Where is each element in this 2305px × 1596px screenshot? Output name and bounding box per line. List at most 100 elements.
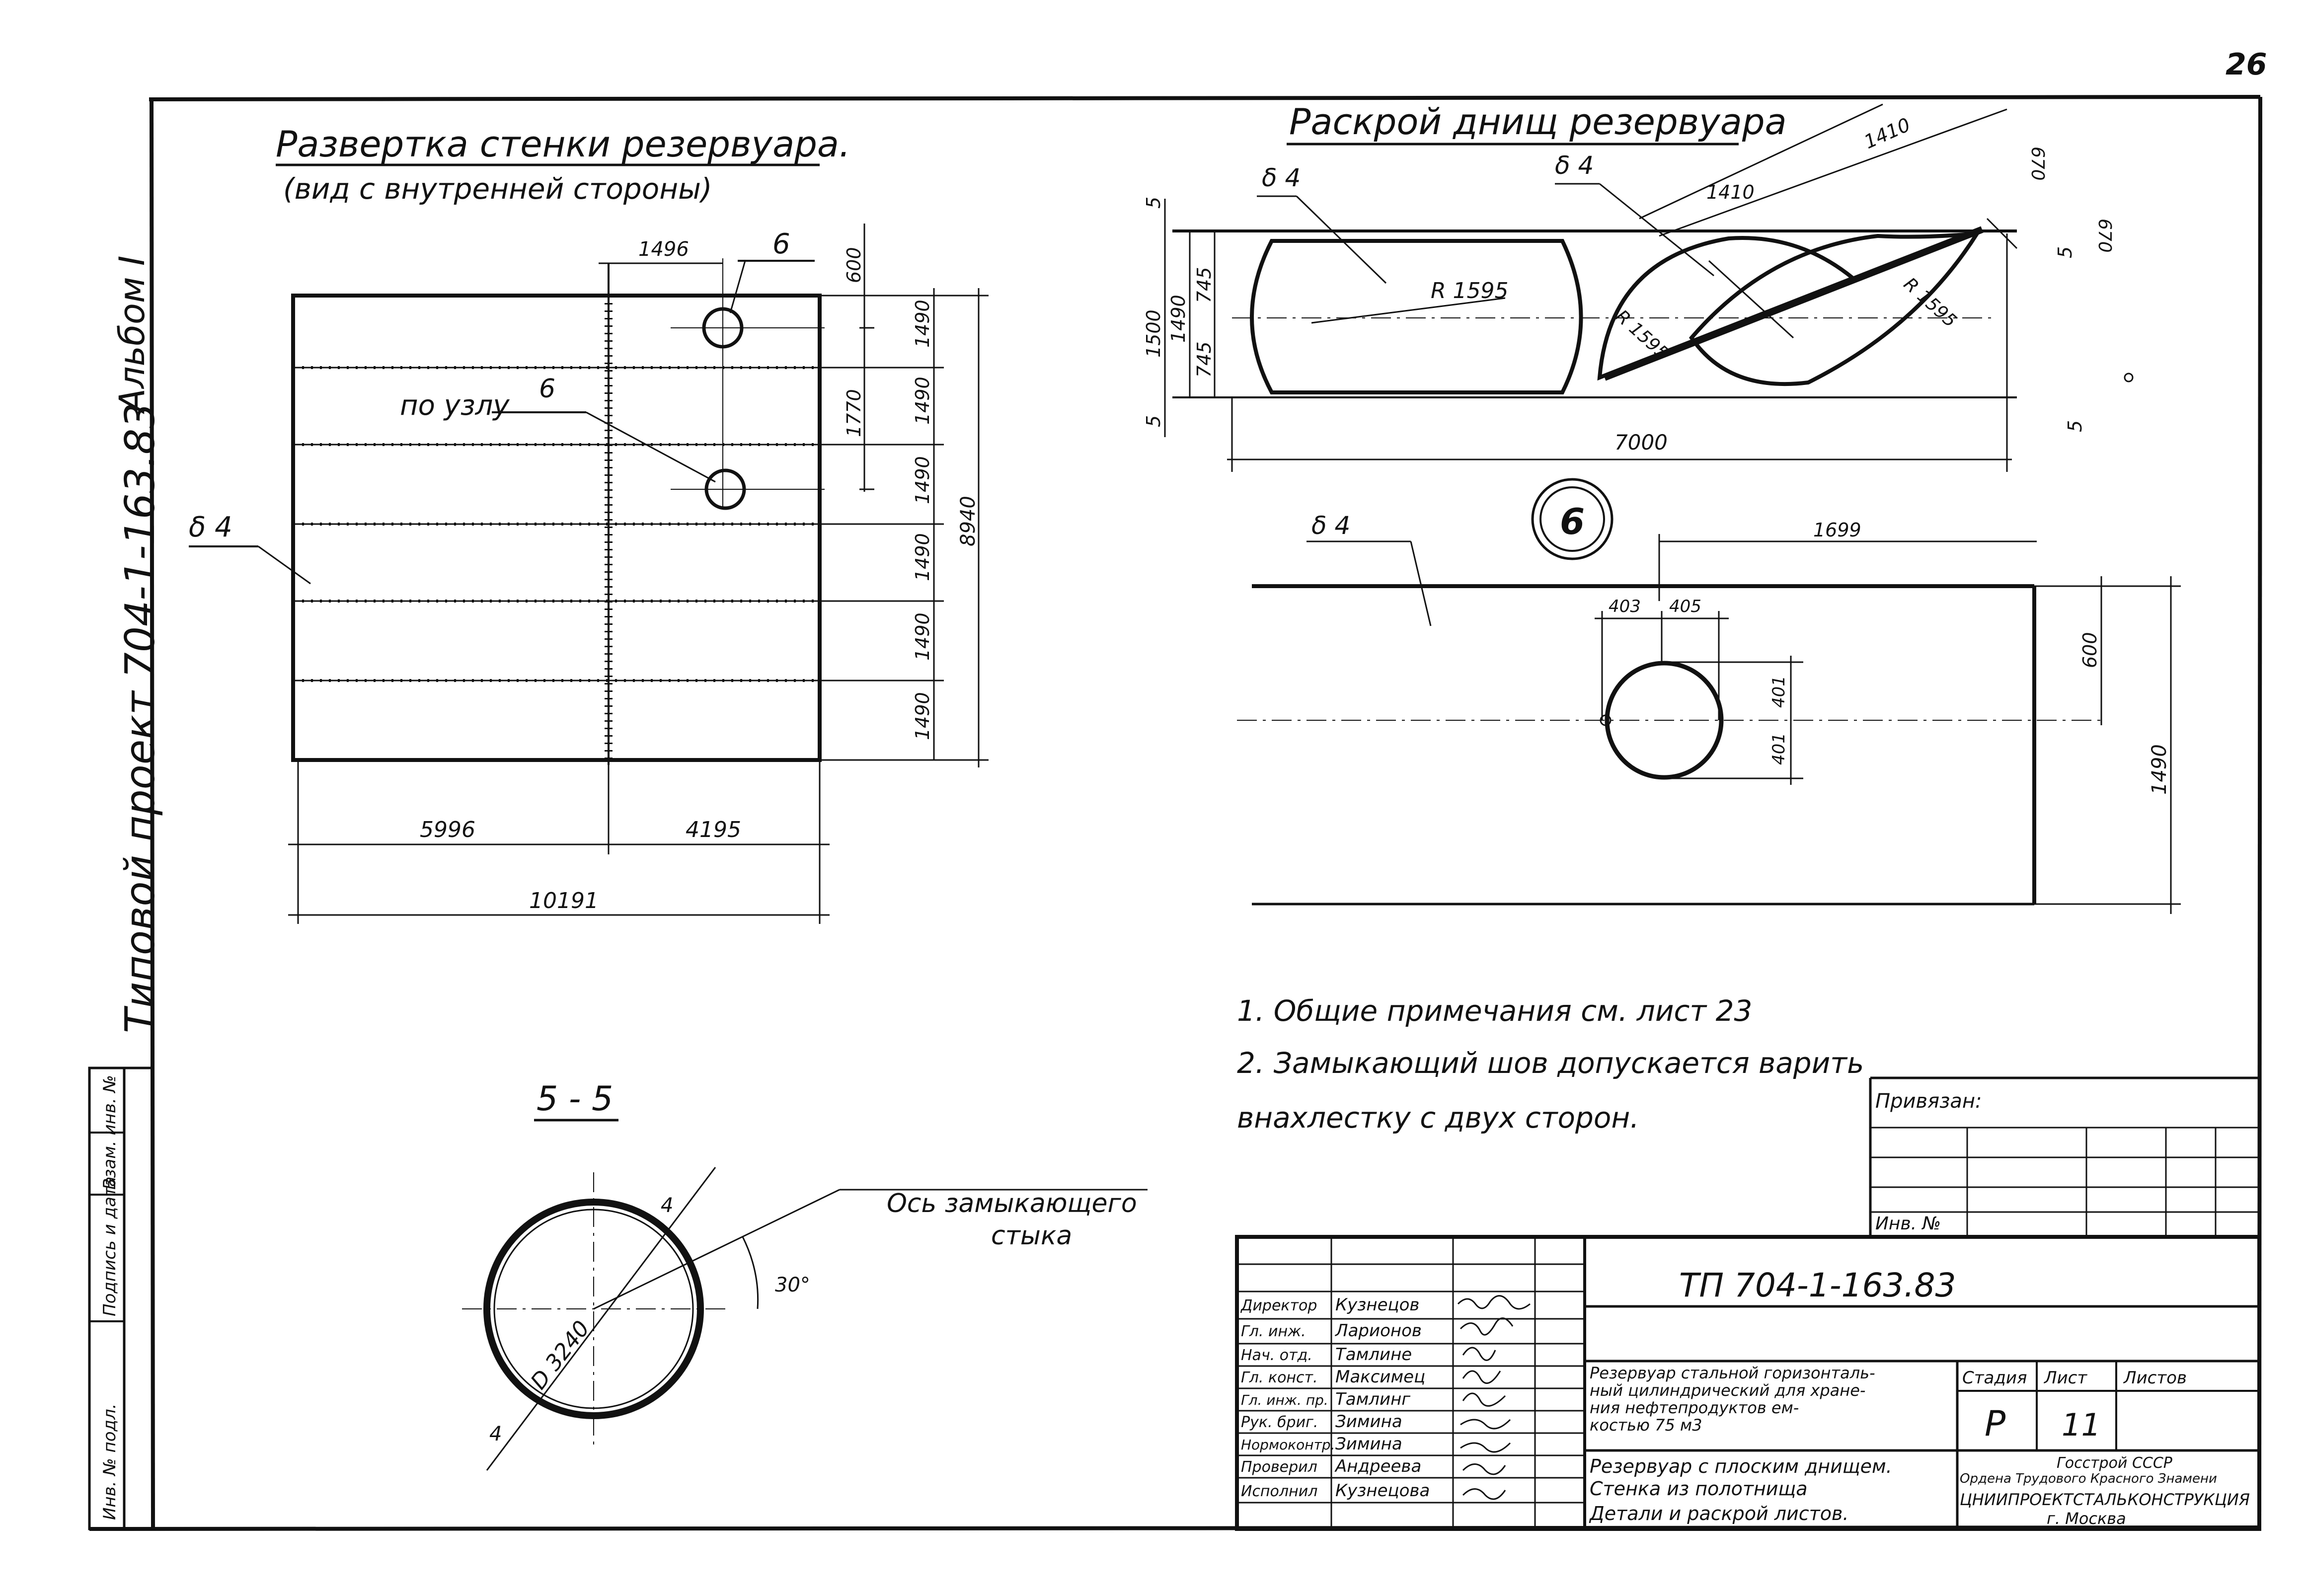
role-1: Директор (1240, 1297, 1317, 1314)
sheet-line-3: Детали и раскрой листов. (1589, 1503, 1848, 1524)
desc-line-2: ный цилиндрический для хране- (1590, 1381, 1865, 1400)
name-9: Кузнецова (1335, 1481, 1430, 1501)
role-7: Нормоконтр. (1241, 1437, 1335, 1453)
bc-height-inner: 1490 (1167, 295, 1189, 343)
bottom-piece-left (1250, 239, 1583, 394)
dim-hole-gap: 1770 (843, 389, 865, 437)
bottom-cut-title: Раскрой днищ резервуара (1289, 101, 1787, 143)
bottom-piece-half-a (1597, 236, 1857, 381)
wall-plate (291, 294, 822, 762)
wall-thickness: δ 4 (189, 511, 232, 543)
bc-dim-top: 1410 (1861, 114, 1914, 153)
side-stamp-replace: Взам. инв. № (100, 1075, 120, 1190)
bc-edge-right-top: 5 (2054, 246, 2076, 258)
nd-down: 401 (1769, 733, 1789, 765)
dim-row-1: 1490 (912, 300, 933, 348)
bc-edge-right-bottom: 5 (2064, 420, 2086, 432)
name-1: Кузнецов (1335, 1295, 1419, 1315)
desc-line-3: ния нефтепродуктов ем- (1590, 1398, 1799, 1417)
dim-row-6: 1490 (912, 692, 933, 740)
node-detail: 6 δ 4 1699 403 405 401 401 600 1490 (1237, 478, 2181, 914)
sheet-value: 11 (2062, 1407, 2101, 1443)
role-2: Гл. инж. (1241, 1323, 1306, 1340)
dim-bottom-left: 5996 (420, 817, 475, 842)
bottom-cut: Раскрой днищ резервуара δ 4 δ 4 R 1595 R… (1143, 101, 2134, 472)
name-6: Зимина (1335, 1412, 1402, 1432)
bc-dim-mid: 1410 (1706, 181, 1755, 203)
nd-top-row: 600 (2079, 632, 2101, 668)
role-9: Исполнил (1241, 1483, 1317, 1500)
dim-bottom-right: 4195 (686, 817, 741, 842)
bc-half-top: 745 (1193, 267, 1215, 303)
node-label: по узлу (400, 389, 510, 422)
bc-dim-side-2: 670 (2094, 219, 2115, 253)
desc-line-4: костью 75 м3 (1590, 1416, 1702, 1435)
nd-left: 403 (1609, 597, 1641, 616)
bc-thickness-left: δ 4 (1262, 163, 1301, 192)
role-5: Гл. инж. пр. (1241, 1392, 1328, 1408)
section-angle: 30° (775, 1274, 810, 1296)
bc-half-bottom: 745 (1193, 341, 1215, 378)
dim-total-width: 10191 (529, 888, 599, 913)
name-5: Тамлинг (1335, 1389, 1411, 1409)
notes: 1. Общие примечания см. лист 23 2. Замык… (1237, 994, 1864, 1135)
horizontal-welds (293, 366, 820, 682)
signatures (1457, 1295, 1531, 1500)
org-line-4: г. Москва (2047, 1509, 2126, 1528)
sheet-line-2: Стенка из полотнища (1590, 1478, 1808, 1500)
title-code: ТП 704-1-163.83 (1679, 1266, 1956, 1304)
project-label: Типовой проект 704-1-163.83 (117, 403, 164, 1033)
axis-label-1: Ось замыкающего (887, 1189, 1137, 1218)
bc-dim-side: 670 (2027, 147, 2048, 181)
bc-height-total: 1500 (1143, 309, 1164, 358)
side-stamp-sign: Подпись и дата (100, 1176, 120, 1316)
stage-value: Р (1985, 1403, 2006, 1444)
stage-head: Стадия (1962, 1368, 2027, 1388)
name-4: Максимец (1335, 1367, 1425, 1387)
side-stamp-inv: Инв. № подл. (100, 1403, 120, 1520)
org-line-2: Ордена Трудового Красного Знамени (1960, 1471, 2217, 1486)
name-7: Зимина (1335, 1434, 1402, 1454)
sheet-line-1: Резервуар с плоским днищем. (1590, 1455, 1892, 1477)
binding-block: Привязан: Инв. № (1869, 1076, 2260, 1237)
wall-subtitle: (вид с внутренней стороны) (283, 172, 712, 206)
bc-thickness-right: δ 4 (1555, 151, 1594, 180)
dim-row-5: 1490 (912, 612, 933, 661)
binding-label: Привязан: (1875, 1090, 1982, 1113)
bc-radius-c: R 1595 (1900, 274, 1961, 331)
bc-edge-bottom: 5 (1143, 415, 1164, 427)
role-8: Проверил (1241, 1458, 1317, 1476)
dim-total-height: 8940 (957, 496, 980, 546)
note-1: 1. Общие примечания см. лист 23 (1237, 994, 1752, 1028)
nd-thickness: δ 4 (1311, 511, 1350, 540)
nd-up: 401 (1769, 676, 1789, 708)
name-2: Ларионов (1334, 1321, 1422, 1341)
bc-radius-b: R 1595 (1612, 306, 1673, 364)
org-line-3: ЦНИИПРОЕКТСТАЛЬКОНСТРУКЦИЯ (1960, 1490, 2250, 1509)
bc-length: 7000 (1614, 430, 1668, 455)
page-number: 26 (2226, 47, 2267, 82)
org-line-1: Госстрой СССР (2057, 1454, 2173, 1472)
desc-line-1: Резервуар стальной горизонталь- (1590, 1364, 1875, 1382)
section-5-5: 5 - 5 30° D 3240 4 4 Ось замыкающего сты… (462, 1079, 1148, 1471)
sheet-head: Лист (2043, 1368, 2087, 1388)
node-ref-top: 6 (772, 228, 790, 260)
nd-right: 405 (1669, 597, 1701, 616)
section-diameter: D 3240 (526, 1316, 595, 1394)
sheets-head: Листов (2123, 1368, 2187, 1388)
dim-row-4: 1490 (912, 533, 933, 581)
role-3: Нач. отд. (1241, 1347, 1312, 1364)
node-hole (1605, 661, 1724, 780)
role-6: Рук. бриг. (1241, 1414, 1318, 1431)
axis-label-2: стыка (991, 1221, 1072, 1251)
binding-inv: Инв. № (1875, 1214, 1941, 1234)
bc-edge-top: 5 (1143, 197, 1164, 209)
section-thickness-bottom: 4 (489, 1423, 502, 1445)
note-3: внахлестку с двух сторон. (1237, 1101, 1639, 1135)
node-detail-label: 6 (1560, 501, 1585, 542)
dim-top-offset: 1496 (638, 238, 689, 261)
node-ref-mid: 6 (539, 374, 555, 404)
wall-development: Развертка стенки резервуара. (вид с внут… (189, 123, 989, 924)
album-label: Альбом I (112, 255, 153, 414)
